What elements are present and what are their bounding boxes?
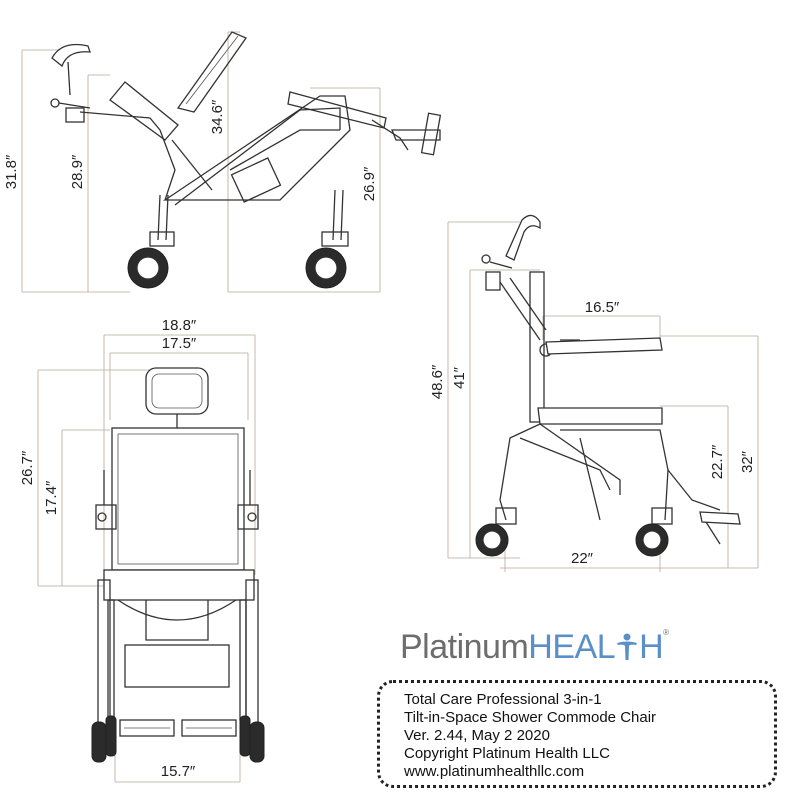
- dim-overall-height-reclined: 31.8″: [3, 154, 20, 189]
- front-view: 18.8″ 17.5″ 26.7″ 17.4″ 15.7″: [19, 317, 265, 783]
- version-date: Ver. 2.44, May 2 2020: [404, 727, 550, 744]
- dim-footrest-width: 15.7″: [161, 763, 196, 780]
- product-name: Total Care Professional 3-in-1: [404, 691, 602, 708]
- logo-letter-h: H: [639, 628, 664, 666]
- dim-inner-width: 17.5″: [162, 335, 197, 352]
- side-view-upright: 16.5″ 48.6″ 41″ 22.7″ 32″ 22″: [429, 214, 759, 572]
- website-url: www.platinumhealthllc.com: [404, 763, 585, 780]
- product-name-line2: Tilt-in-Space Shower Commode Chair: [404, 709, 657, 726]
- logo-word-platinum: Platinum: [400, 628, 529, 666]
- copyright: Copyright Platinum Health LLC: [404, 745, 610, 762]
- dim-overall-width: 18.8″: [162, 317, 197, 334]
- dim-overall-height-upright: 48.6″: [429, 364, 446, 399]
- logo-word-health: HEAL: [528, 628, 616, 666]
- dim-base-length: 22″: [571, 550, 594, 567]
- registered-mark: ®: [663, 628, 669, 637]
- dim-seat-depth: 16.5″: [585, 299, 620, 316]
- dim-seat-height-reclined: 28.9″: [69, 154, 86, 189]
- figure-icon: [617, 633, 638, 660]
- platinum-health-logo: PlatinumHEAL H®: [400, 628, 669, 667]
- dim-armrest-height-front: 17.4″: [43, 480, 60, 515]
- dim-rear-height-reclined: 26.9″: [361, 166, 378, 201]
- dim-armrest-height-upright: 32″: [739, 450, 756, 473]
- dim-backrest-reclined: 34.6″: [209, 99, 226, 134]
- dim-back-height-upright: 41″: [451, 366, 468, 389]
- product-info-box: Total Care Professional 3-in-1 Tilt-in-S…: [377, 680, 777, 788]
- dim-front-height: 26.7″: [19, 450, 36, 485]
- side-view-reclined: 31.8″ 28.9″ 34.6″ 26.9″: [3, 31, 442, 293]
- dim-seat-height-upright: 22.7″: [709, 444, 726, 479]
